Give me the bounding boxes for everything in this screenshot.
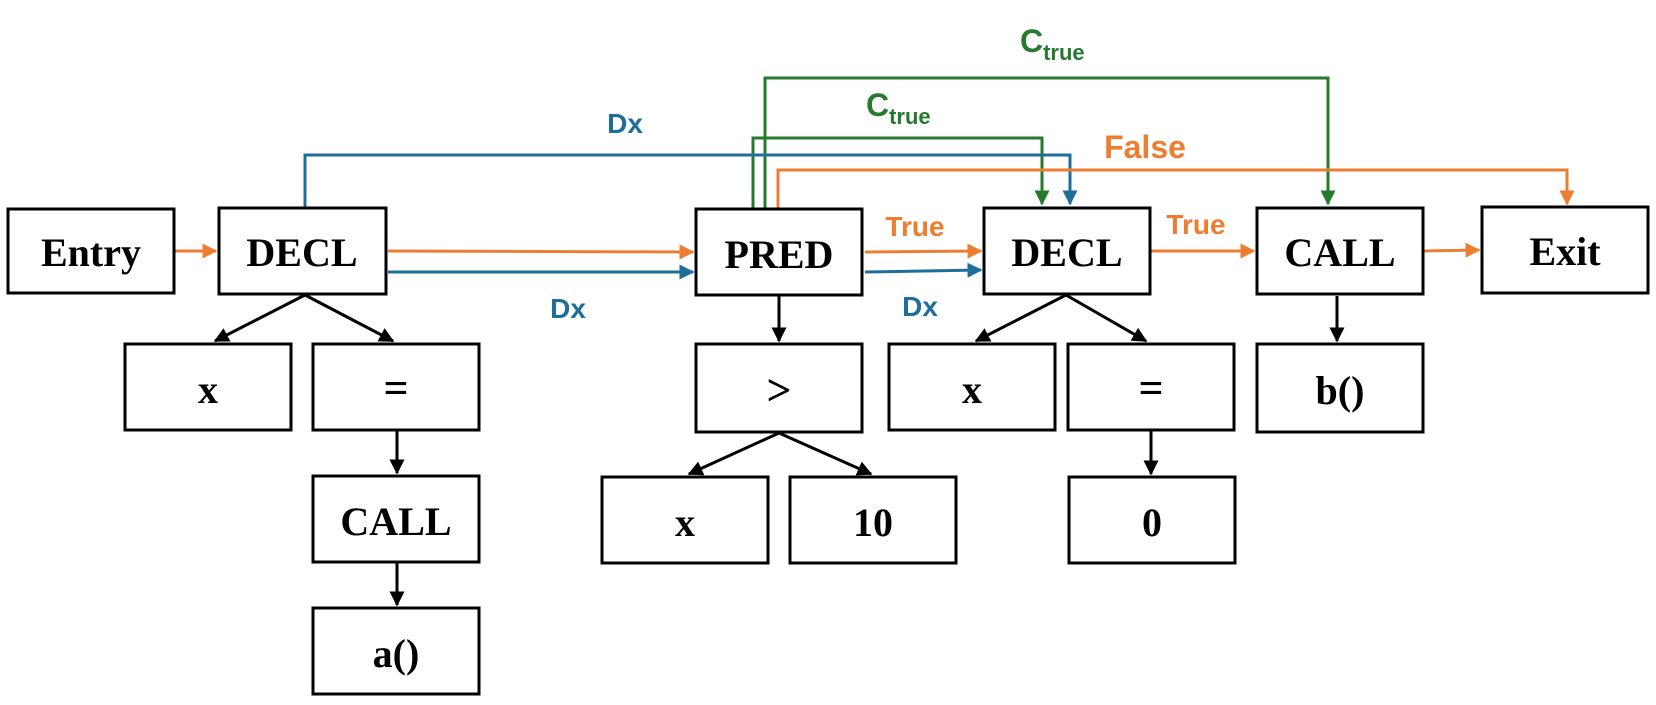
node-decl-1-assign-label: = bbox=[383, 364, 408, 413]
edge-label-ctrue-outer-sub: true bbox=[1043, 40, 1085, 65]
flow-decl1-to-pred bbox=[387, 244, 695, 260]
node-decl-1-var-label: x bbox=[198, 367, 218, 412]
edge-label-true-pred-decl2: True bbox=[885, 211, 944, 242]
dx-edge-pred-to-decl2 bbox=[864, 262, 983, 278]
ast-edge-decl1-x bbox=[213, 293, 306, 343]
ctrue-edge-pred-to-decl2 bbox=[751, 136, 1050, 209]
node-call-callee: b() bbox=[1255, 342, 1425, 434]
ast-edge-decl2-x bbox=[974, 293, 1067, 343]
edge-label-dx-pred-decl2: Dx bbox=[902, 291, 938, 322]
node-pred-rhs-label: 10 bbox=[853, 500, 893, 545]
node-decl-2-assign-label: = bbox=[1138, 364, 1163, 413]
node-exit: Exit bbox=[1480, 205, 1650, 295]
node-decl-1-label: DECL bbox=[246, 230, 357, 275]
edge-label-ctrue-inner-sub: true bbox=[889, 104, 931, 129]
ast-edges bbox=[213, 293, 1345, 607]
node-decl-1-assign: = bbox=[311, 342, 481, 432]
node-pred-lhs-label: x bbox=[675, 500, 695, 545]
ast-edge-decl2-assign bbox=[1065, 293, 1148, 343]
node-call-label: CALL bbox=[1284, 230, 1395, 275]
control-flow-edges bbox=[175, 168, 1575, 260]
ast-edge-gt-10 bbox=[778, 431, 873, 476]
node-entry-label: Entry bbox=[41, 230, 141, 275]
node-pred-lhs: x bbox=[600, 475, 770, 565]
flow-call-to-exit bbox=[1422, 242, 1481, 258]
data-dependence-edges bbox=[303, 153, 1078, 280]
node-pred-op: > bbox=[694, 342, 864, 434]
node-decl-2-var: x bbox=[887, 342, 1057, 432]
node-call-callee-label: b() bbox=[1316, 368, 1365, 413]
flow-pred-to-decl2-true bbox=[864, 243, 983, 259]
flow-pred-to-exit-false bbox=[776, 168, 1575, 209]
edge-label-dx-top: Dx bbox=[607, 108, 643, 139]
node-pred-rhs: 10 bbox=[788, 475, 958, 565]
node-decl-1-var: x bbox=[123, 342, 293, 432]
edge-label-ctrue-outer-main: C bbox=[1020, 23, 1043, 59]
edge-label-ctrue-inner: Ctrue bbox=[866, 87, 931, 129]
node-decl-2: DECL bbox=[982, 206, 1152, 296]
node-decl-2-value-label: 0 bbox=[1142, 500, 1162, 545]
edge-label-dx-decl1-pred: Dx bbox=[550, 293, 586, 324]
node-pred: PRED bbox=[694, 207, 864, 297]
node-decl-1-callee: a() bbox=[311, 606, 481, 696]
node-decl-2-value: 0 bbox=[1067, 475, 1237, 565]
node-decl-1: DECL bbox=[217, 206, 388, 296]
dx-edge-decl1-to-decl2 bbox=[303, 153, 1078, 209]
edge-label-true-decl2-call: True bbox=[1166, 209, 1225, 240]
edge-label-false: False bbox=[1104, 129, 1186, 165]
ctrue-edge-pred-to-call bbox=[763, 76, 1336, 209]
node-exit-label: Exit bbox=[1529, 229, 1601, 274]
node-entry: Entry bbox=[6, 207, 176, 295]
node-decl-1-call: CALL bbox=[311, 474, 481, 564]
node-decl-1-call-label: CALL bbox=[340, 499, 451, 544]
node-decl-2-assign: = bbox=[1066, 342, 1236, 432]
ast-edge-gt-x bbox=[687, 431, 780, 476]
edge-label-ctrue-inner-main: C bbox=[866, 87, 889, 123]
node-pred-op-label: > bbox=[766, 366, 791, 415]
node-decl-1-callee-label: a() bbox=[373, 631, 420, 676]
node-decl-2-label: DECL bbox=[1011, 230, 1122, 275]
ast-edge-decl1-assign bbox=[304, 293, 395, 343]
node-call: CALL bbox=[1255, 206, 1425, 296]
edge-label-ctrue-outer: Ctrue bbox=[1020, 23, 1085, 65]
control-dependence-edges bbox=[751, 76, 1336, 209]
node-decl-2-var-label: x bbox=[962, 367, 982, 412]
node-pred-label: PRED bbox=[725, 232, 834, 277]
